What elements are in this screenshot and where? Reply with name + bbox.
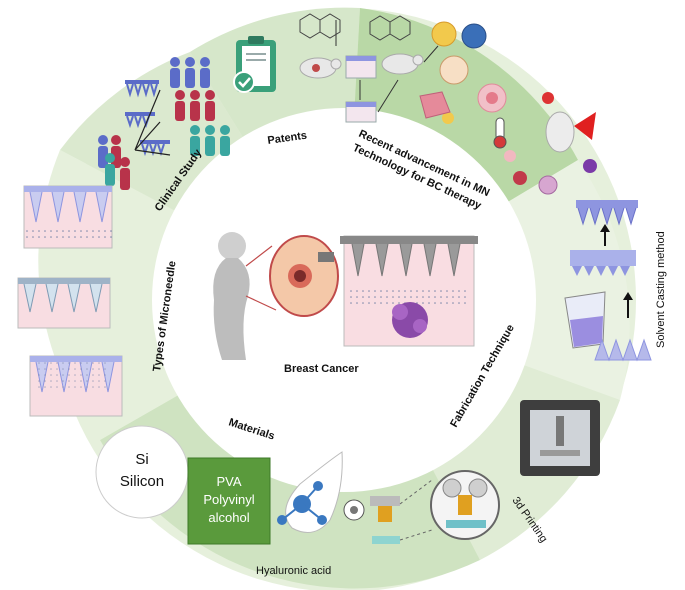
- study-arrows: [134, 89, 171, 156]
- printing-process-illustration: [343, 470, 500, 544]
- molecule-structure-icon: [299, 13, 411, 41]
- patient-group-blue-icon: [170, 57, 210, 88]
- pva-badge: [187, 457, 271, 545]
- patient-crowd-icon: [98, 135, 130, 190]
- woman-silhouette-icon: [213, 232, 250, 360]
- hyaluronic-drop-icon: [277, 451, 343, 533]
- hyaluronic-acid-label: Hyaluronic acid: [256, 565, 331, 577]
- mn-type-panel-3: [29, 355, 123, 417]
- mn-type-panel-1: [23, 185, 113, 249]
- mouse-icon-right: [381, 53, 424, 75]
- mn-skin-tumor-panel: [340, 235, 478, 347]
- patient-group-teal-icon: [190, 125, 230, 156]
- mn-mold-mid-icon: [570, 250, 636, 276]
- breast-cancer-label: Breast Cancer: [284, 363, 359, 375]
- patient-group-red-icon: [175, 90, 215, 121]
- silicon-label: Silicon: [120, 473, 164, 490]
- pva-label-3: alcohol: [208, 510, 249, 525]
- clinical-study-illustration: [98, 57, 230, 190]
- mn-type-panel-2: [17, 277, 111, 329]
- pva-label-1: PVA: [216, 474, 241, 489]
- pva-label-2: Polyvinyl: [203, 492, 254, 507]
- nanoparticle-icons: [431, 21, 487, 124]
- 3d-printer-icon: [520, 400, 600, 476]
- cancer-cell-icon: [477, 83, 507, 113]
- solvent-casting-illustration: [564, 200, 652, 362]
- silicon-badge: [95, 425, 189, 519]
- center-illustration: [213, 232, 478, 360]
- tissue-piece-icon: [419, 91, 451, 119]
- mold-base-icon: [594, 338, 652, 362]
- solvent-casting-label: Solvent Casting method: [655, 231, 667, 348]
- flow-arrows: [335, 20, 439, 113]
- patent-clipboard-icon: [233, 36, 276, 93]
- mouse-icon-left: [299, 57, 342, 79]
- immune-cell-icons: [504, 92, 597, 195]
- treated-mouse-icon: [545, 111, 596, 153]
- mn-patch-icon: [345, 55, 377, 123]
- arrow-up-icon-2: [623, 292, 633, 300]
- thermometer-icon: [493, 117, 507, 149]
- beaker-icon: [564, 291, 606, 349]
- recent-advancement-illustration: [299, 13, 597, 195]
- mn-array-icon: [125, 80, 159, 84]
- breast-zoom-icon: [269, 235, 339, 317]
- mn-mold-top-icon: [576, 200, 638, 226]
- patents-label: Patents: [267, 130, 308, 147]
- si-symbol: Si: [135, 451, 148, 468]
